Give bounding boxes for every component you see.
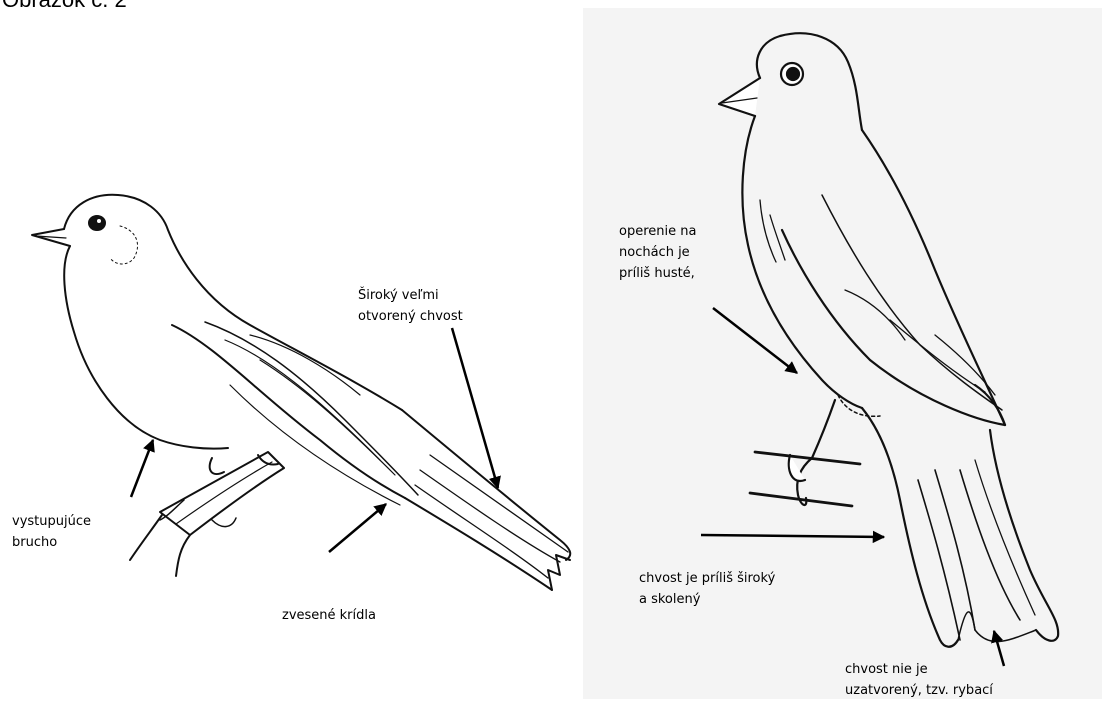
wing-arrow: [329, 504, 386, 552]
label-fish-tail: chvost nie je uzatvorený, tzv. rybací: [845, 659, 993, 701]
tail-arrow: [452, 328, 498, 488]
label-protruding-belly: vystupujúce brucho: [12, 511, 91, 553]
right-bird-drawing: [719, 33, 1058, 646]
label-leg-feathering: operenie na nochách je príliš husté,: [619, 221, 696, 284]
label-wide-open-tail: Široký veľmi otvorený chvost: [358, 285, 463, 327]
belly-arrow: [131, 440, 153, 497]
left-bird-drawing: [32, 195, 570, 590]
legs-arrow: [713, 308, 797, 373]
tail-fish-arrow: [994, 631, 1004, 666]
label-drooping-wings: zvesené krídla: [282, 605, 376, 626]
right-arrows: [701, 308, 1004, 666]
label-tail-too-wide: chvost je príliš široký a skolený: [639, 568, 775, 610]
tail-wide-arrow: [701, 535, 884, 537]
